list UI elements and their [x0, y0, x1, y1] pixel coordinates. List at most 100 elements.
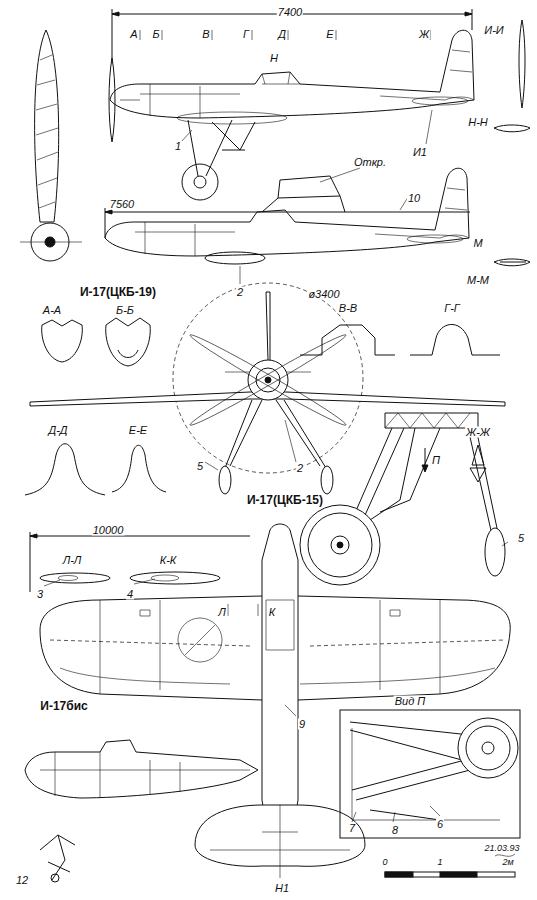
drawing-stroke — [205, 420, 296, 470]
front-view — [30, 283, 505, 494]
section-mark: Б-Б — [115, 305, 135, 316]
section-ii — [519, 20, 525, 108]
drawing-stroke — [352, 428, 440, 522]
drawing-stroke — [105, 168, 469, 256]
label: К — [268, 607, 276, 618]
drawing-stroke — [265, 377, 271, 383]
drawing-stroke — [412, 97, 468, 105]
view-title: И-17(ЦКБ-15) — [246, 494, 324, 506]
drawing-stroke — [120, 50, 474, 118]
label: 2м — [501, 858, 514, 867]
callout-number: 5 — [517, 533, 525, 544]
drawing-stroke — [300, 505, 380, 585]
callout-number: 2 — [236, 287, 244, 298]
drawing-stroke — [485, 528, 505, 576]
drawing-stroke — [210, 805, 350, 872]
drawing-stroke — [151, 575, 179, 581]
callout-number: 5 — [196, 461, 204, 472]
drawing-stroke — [225, 400, 326, 468]
drawing-stroke — [182, 164, 218, 200]
section-vv — [300, 325, 395, 355]
drawing-stroke — [185, 625, 215, 655]
section-mark: К-К — [159, 555, 178, 566]
callout-number: 10 — [407, 193, 421, 204]
view-title: И-17бис — [39, 700, 88, 712]
drawing-stroke — [468, 428, 498, 535]
label: Откр. — [353, 157, 387, 168]
drawing-stroke — [407, 235, 463, 243]
side-view — [110, 30, 474, 124]
label: Д — [277, 29, 287, 40]
propeller-blade — [20, 30, 82, 261]
drawing-stroke — [385, 413, 478, 428]
section-dd — [25, 444, 105, 495]
drawing-stroke — [30, 534, 37, 538]
drawing-stroke — [256, 368, 280, 392]
drawing-stroke — [331, 536, 349, 554]
gear-detail — [300, 413, 508, 585]
leader — [240, 168, 410, 284]
label: ø3400 — [307, 289, 340, 300]
callout-number: 0 — [381, 858, 388, 867]
section-mark: И-И — [483, 25, 504, 36]
label: Н — [269, 53, 279, 64]
section-mark: Д-Д — [47, 425, 68, 436]
label: Н1 — [274, 883, 290, 894]
label: И1 — [412, 147, 428, 158]
callout-number: 2 — [296, 463, 304, 474]
landing-gear — [181, 120, 255, 200]
drawing-stroke — [40, 835, 75, 880]
side-view-2 — [105, 168, 469, 264]
callout-number: 3 — [36, 589, 44, 600]
drawing-stroke — [495, 854, 515, 856]
drawing-stroke — [285, 705, 296, 716]
drawing-stroke — [178, 618, 222, 662]
label: Г — [242, 29, 250, 40]
drawing-stroke — [337, 542, 343, 548]
dimension-line — [30, 532, 250, 592]
label: П — [431, 455, 441, 466]
drawing-stroke — [385, 872, 413, 877]
section-mark: В-В — [338, 303, 358, 314]
label: В — [201, 29, 210, 40]
canopy-open — [262, 176, 345, 212]
drawing-stroke — [308, 513, 372, 577]
drawing-stroke — [44, 579, 155, 586]
drawing-stroke — [350, 722, 470, 820]
label: Ж — [418, 29, 430, 40]
drawing-stroke — [177, 112, 287, 124]
callout-number: 4 — [126, 589, 134, 600]
drawing-stroke — [35, 30, 59, 222]
drawing-stroke — [385, 872, 515, 877]
drawing-stroke — [340, 710, 520, 838]
drawing-stroke — [440, 872, 477, 877]
view-title: И-17(ЦКБ-19) — [79, 286, 157, 298]
callout-number: 7 — [348, 823, 356, 834]
label: Вид П — [394, 696, 427, 707]
drawing-stroke — [40, 752, 250, 798]
drawing-stroke — [188, 120, 255, 176]
drawing-stroke — [219, 466, 231, 494]
callout-number: 1 — [436, 858, 443, 867]
section-bb — [106, 318, 151, 366]
drawing-stroke — [188, 331, 349, 430]
drawing-stroke — [135, 188, 469, 256]
side-view-3 — [25, 740, 258, 882]
drawing-stroke — [502, 542, 508, 546]
drawing-stroke — [266, 292, 270, 360]
section-mark: М-М — [466, 275, 490, 286]
drawing-stroke — [25, 740, 258, 798]
callout-number: 9 — [298, 719, 306, 730]
label: М — [472, 238, 483, 249]
section-mark: Г-Г — [443, 303, 461, 314]
drawing-stroke — [105, 210, 112, 214]
drawing-stroke — [188, 331, 349, 430]
drawing-stroke — [458, 718, 518, 778]
drawing-stroke — [205, 252, 265, 264]
drawing-stroke — [40, 573, 110, 583]
view-p — [340, 710, 520, 838]
label: 7400 — [277, 7, 303, 18]
drawing-stroke — [321, 466, 333, 494]
drawing-stroke — [181, 130, 192, 142]
